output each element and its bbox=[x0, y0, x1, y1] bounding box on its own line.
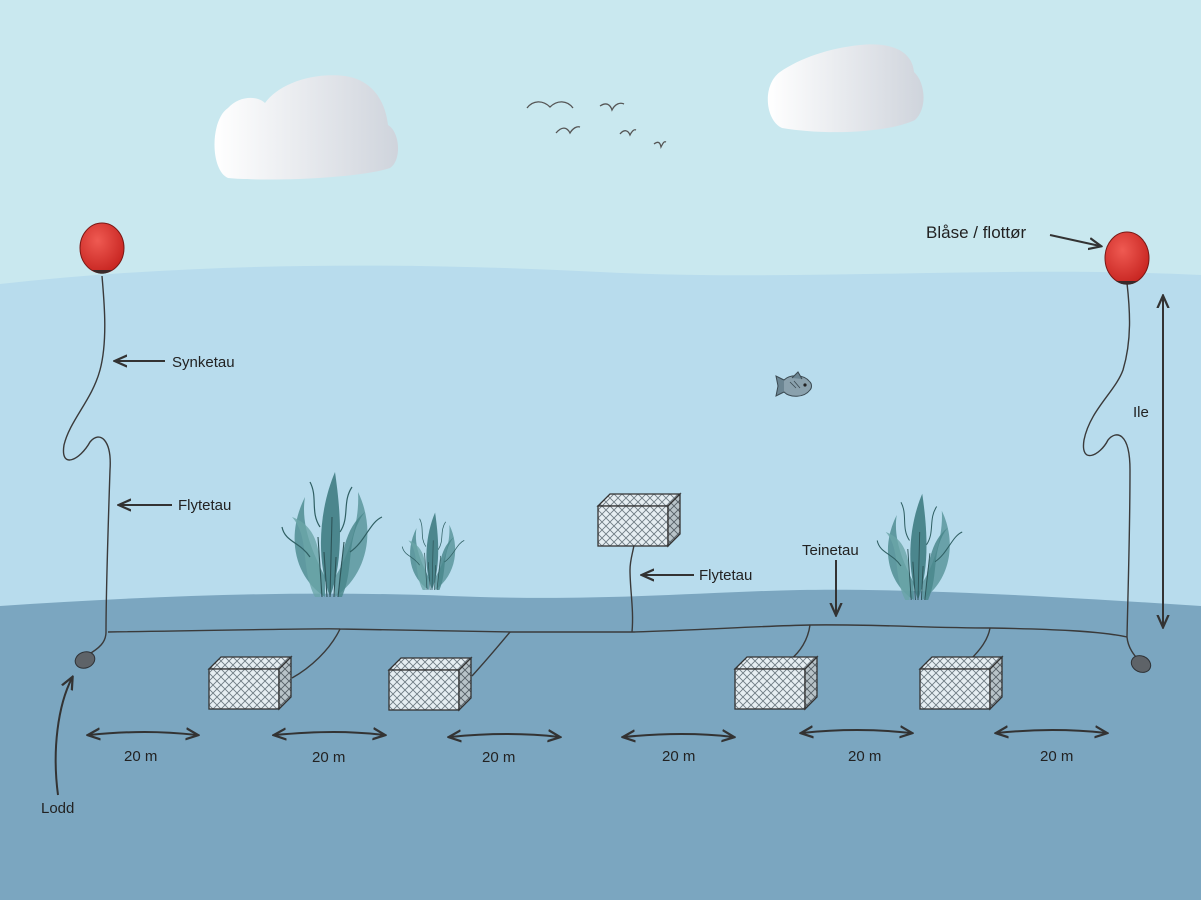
fish-icon bbox=[775, 371, 812, 397]
floating-pot-rope bbox=[629, 544, 635, 633]
spacing-label: 20 m bbox=[482, 749, 515, 766]
crab-pot-icon bbox=[597, 493, 681, 547]
spacing-arrow bbox=[624, 734, 733, 737]
buoy-label: Blåse / flottør bbox=[926, 223, 1026, 242]
crab-pot-icon bbox=[208, 656, 292, 710]
depth-label: Ile bbox=[1133, 404, 1149, 421]
crab-pot-icon bbox=[734, 656, 818, 710]
middle-float-rope-label: Flytetau bbox=[699, 567, 752, 584]
crab-pot-icon bbox=[388, 657, 472, 711]
spacing-label: 20 m bbox=[848, 748, 881, 765]
pot-drop-rope-1 bbox=[291, 628, 341, 679]
weight-pointer-arrow bbox=[54, 678, 72, 796]
spacing-arrow bbox=[802, 730, 911, 733]
weight-icon bbox=[1130, 655, 1152, 673]
spacing-arrow bbox=[275, 732, 384, 735]
buoy-icon bbox=[1104, 231, 1150, 285]
cloud-icon bbox=[214, 75, 399, 180]
weight-icon bbox=[74, 651, 96, 669]
right-sink-rope bbox=[1082, 282, 1141, 663]
spacing-arrow bbox=[997, 730, 1106, 733]
weight-label: Lodd bbox=[41, 800, 74, 817]
crab-pot-icon bbox=[919, 656, 1003, 710]
spacing-arrow bbox=[89, 732, 197, 735]
sink-rope-label: Synketau bbox=[172, 354, 235, 371]
spacing-arrow bbox=[450, 734, 559, 737]
pot-drop-rope-2 bbox=[471, 631, 511, 677]
buoy-pointer-arrow bbox=[1049, 234, 1100, 246]
spacing-label: 20 m bbox=[662, 748, 695, 765]
cloud-icon bbox=[767, 44, 924, 133]
pot-rope-label: Teinetau bbox=[802, 542, 859, 559]
spacing-label: 20 m bbox=[312, 749, 345, 766]
float-rope-label: Flytetau bbox=[178, 497, 231, 514]
bird-icon bbox=[526, 101, 667, 149]
left-sink-rope bbox=[62, 275, 111, 657]
spacing-label: 20 m bbox=[1040, 748, 1073, 765]
spacing-label: 20 m bbox=[124, 748, 157, 765]
buoy-icon bbox=[79, 222, 125, 274]
ground-rope bbox=[107, 624, 1128, 638]
lower-water bbox=[0, 589, 1201, 900]
